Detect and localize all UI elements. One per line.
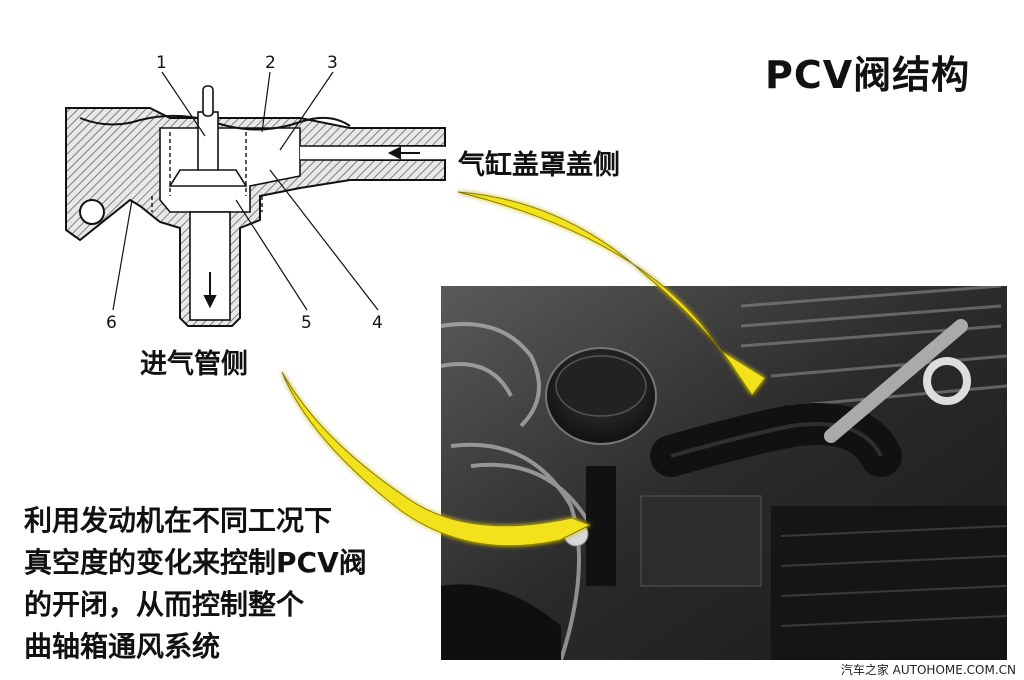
callout-5: 5 xyxy=(301,313,312,333)
description-line: 真空度的变化来控制PCV阀 xyxy=(24,546,367,579)
description: 利用发动机在不同工况下 真空度的变化来控制PCV阀 的开闭，从而控制整个 曲轴箱… xyxy=(24,500,367,668)
watermark: 汽车之家 AUTOHOME.COM.CN xyxy=(840,663,1016,677)
callout-3: 3 xyxy=(327,53,338,73)
description-line: 利用发动机在不同工况下 xyxy=(24,504,333,537)
callout-1: 1 xyxy=(156,53,167,73)
callout-6: 6 xyxy=(106,313,117,333)
page-title: PCV阀结构 xyxy=(765,53,971,97)
flow-arrow-in xyxy=(387,146,420,160)
cylinder-head-side-label: 气缸盖罩盖侧 xyxy=(458,150,620,181)
callout-2: 2 xyxy=(265,53,276,73)
description-line: 的开闭，从而控制整个 xyxy=(24,588,305,621)
callout-4: 4 xyxy=(372,313,383,333)
engine-photo xyxy=(441,286,1007,660)
flow-arrow-out xyxy=(203,272,217,309)
description-line: 曲轴箱通风系统 xyxy=(24,630,221,663)
intake-side-label: 进气管侧 xyxy=(140,349,248,380)
pcv-cross-section-diagram: 1 2 3 4 5 6 xyxy=(65,53,446,333)
